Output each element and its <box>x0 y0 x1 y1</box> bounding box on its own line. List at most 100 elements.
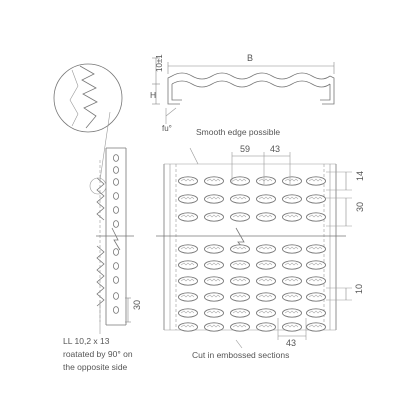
side-hole <box>113 276 120 284</box>
side-hole <box>113 154 120 162</box>
slot-serration <box>258 178 273 182</box>
smooth-edge-note: Smooth edge possible <box>196 127 280 137</box>
dim-30-left: 30 <box>125 297 142 323</box>
slot-serration <box>206 294 221 298</box>
slot-serration <box>232 214 247 218</box>
side-hole <box>113 220 120 228</box>
slot-serration <box>206 310 221 314</box>
embossed-slot <box>256 322 276 332</box>
slot-serration <box>284 294 299 298</box>
slot-serration <box>284 310 299 314</box>
embossed-slot <box>230 176 250 186</box>
embossed-slot <box>256 260 276 270</box>
embossed-slot <box>306 308 326 318</box>
embossed-slot <box>282 322 302 332</box>
slot-serration <box>284 324 299 328</box>
slot-serration <box>258 324 273 328</box>
plan-view: Smooth edge possible <box>156 127 346 332</box>
embossed-slot <box>256 308 276 318</box>
embossed-slot <box>306 212 326 222</box>
slot-serration <box>206 214 221 218</box>
embossed-slot <box>230 292 250 302</box>
detail-leader <box>99 111 111 181</box>
ll-note-line2: roatated by 90° on <box>63 349 133 359</box>
side-hole <box>113 206 120 214</box>
detail-circle <box>53 63 123 181</box>
slot-serration <box>284 214 299 218</box>
embossed-slot <box>178 194 198 204</box>
slot-serration <box>180 278 195 282</box>
dim-H-label: H <box>150 90 156 100</box>
embossed-slot <box>306 292 326 302</box>
slot-serration <box>284 196 299 200</box>
side-hole <box>113 178 120 186</box>
embossed-slot <box>282 176 302 186</box>
slot-serration <box>308 310 323 314</box>
dim-43-top: 43 <box>264 144 291 184</box>
embossed-slot <box>306 176 326 186</box>
side-hole <box>113 292 120 300</box>
embossed-slot <box>282 308 302 318</box>
slot-serration <box>206 178 221 182</box>
slot-serration <box>180 246 195 250</box>
embossed-slot <box>256 212 276 222</box>
embossed-slot <box>204 176 224 186</box>
slot-serration <box>284 246 299 250</box>
slot-serration <box>284 278 299 282</box>
slot-serration <box>308 196 323 200</box>
dim-30-left-label: 30 <box>132 300 142 310</box>
slot-serration <box>308 324 323 328</box>
slot-serration <box>180 262 195 266</box>
slot-serration <box>232 246 247 250</box>
ll-note-line3: the opposite side <box>63 362 128 372</box>
slot-serration <box>206 324 221 328</box>
dim-14: 14 <box>326 171 365 191</box>
embossed-slot <box>204 322 224 332</box>
slot-serration <box>258 294 273 298</box>
dim-10-label: 10 <box>354 284 364 294</box>
embossed-slot <box>282 260 302 270</box>
slot-serration <box>232 262 247 266</box>
embossed-slot <box>306 276 326 286</box>
embossed-slot <box>178 212 198 222</box>
slot-serration <box>258 310 273 314</box>
slot-serration <box>180 324 195 328</box>
side-hole <box>113 248 120 256</box>
embossed-slot <box>178 322 198 332</box>
embossed-slot <box>256 176 276 186</box>
dim-59: 59 <box>231 144 265 184</box>
slot-serration <box>258 278 273 282</box>
dim-30-right: 30 <box>326 197 365 227</box>
embossed-slot <box>178 176 198 186</box>
embossed-slot <box>178 260 198 270</box>
slot-serration <box>308 246 323 250</box>
embossed-slot <box>306 194 326 204</box>
side-profile <box>89 147 134 326</box>
embossed-slot <box>230 194 250 204</box>
slot-serration <box>232 178 247 182</box>
embossed-slot <box>306 322 326 332</box>
slot-serration <box>284 178 299 182</box>
dim-43-bottom-label: 43 <box>286 338 296 348</box>
dim-10pm1-label: 10±1 <box>155 54 164 72</box>
side-hole <box>113 166 120 174</box>
embossed-slot <box>230 322 250 332</box>
top-profile: B 10±1 H fu° <box>150 53 335 133</box>
slot-serration <box>180 310 195 314</box>
embossed-slot <box>204 194 224 204</box>
embossed-slot <box>282 212 302 222</box>
slot-serration <box>232 310 247 314</box>
slot-serration <box>284 262 299 266</box>
dim-B-label: B <box>247 53 253 63</box>
slot-serration <box>232 324 247 328</box>
embossed-slot <box>230 212 250 222</box>
cut-note: Cut in embossed sections <box>192 350 289 360</box>
embossed-slot <box>282 244 302 254</box>
embossed-slot <box>282 194 302 204</box>
embossed-slot <box>306 244 326 254</box>
slot-serration <box>180 214 195 218</box>
slot-serration <box>258 262 273 266</box>
side-hole <box>113 192 120 200</box>
